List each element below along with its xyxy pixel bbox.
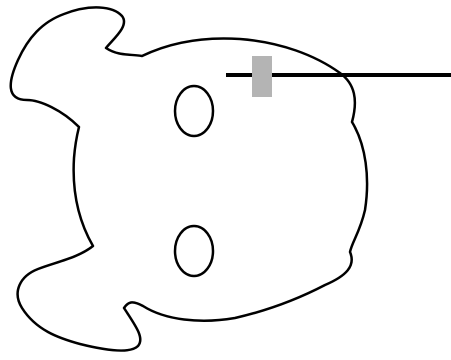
lower-eye: [173, 224, 215, 278]
upper-eye: [173, 84, 215, 138]
grey-tab: [252, 56, 272, 97]
head-outline: [9, 6, 369, 352]
